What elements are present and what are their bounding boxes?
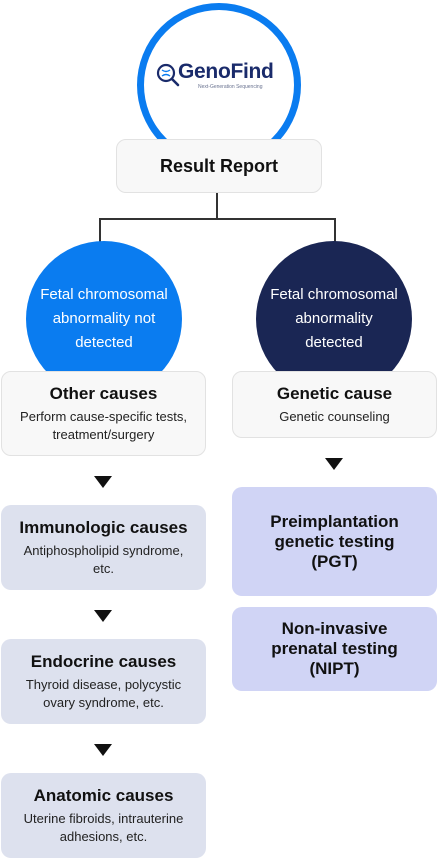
connector-right-down <box>334 218 336 242</box>
arrow-down-icon <box>94 610 112 622</box>
logo-tagline: Next-Generation Sequencing <box>198 84 263 90</box>
genetic-cause-subtitle: Genetic counseling <box>279 408 390 424</box>
detected-label: Fetal chromosomal abnormality detected <box>270 286 398 351</box>
arrow-down-icon <box>325 458 343 470</box>
result-report-box: Result Report <box>116 139 322 193</box>
pgt-title: Preimplantation genetic testing (PGT) <box>270 511 399 571</box>
immunologic-causes-title: Immunologic causes <box>19 517 188 537</box>
immunologic-causes-subtitle: Antiphospholipid syndrome, etc. <box>23 542 184 576</box>
connector-report-down <box>216 193 218 219</box>
nipt-title: Non-invasive prenatal testing (NIPT) <box>271 619 398 678</box>
genetic-cause-box: Genetic cause Genetic counseling <box>232 371 437 438</box>
immunologic-causes-box: Immunologic causes Antiphospholipid synd… <box>1 505 206 590</box>
not-detected-label: Fetal chromosomal abnormality not detect… <box>40 286 168 351</box>
result-report-label: Result Report <box>159 156 278 176</box>
endocrine-causes-box: Endocrine causes Thyroid disease, polycy… <box>1 639 206 724</box>
anatomic-causes-box: Anatomic causes Uterine fibroids, intrau… <box>1 773 206 858</box>
magnifier-dna-icon <box>156 63 180 87</box>
logo-name: GenoFind <box>178 60 274 83</box>
logo: GenoFind Next-Generation Sequencing <box>150 58 290 98</box>
endocrine-causes-title: Endocrine causes <box>30 651 177 671</box>
pgt-box: Preimplantation genetic testing (PGT) <box>232 487 437 596</box>
other-causes-box: Other causes Perform cause-specific test… <box>1 371 206 456</box>
nipt-box: Non-invasive prenatal testing (NIPT) <box>232 607 437 691</box>
genetic-cause-title: Genetic cause <box>276 383 393 403</box>
other-causes-title: Other causes <box>49 383 158 403</box>
anatomic-causes-subtitle: Uterine fibroids, intrauterine adhesions… <box>23 810 184 844</box>
connector-horizontal <box>99 218 335 220</box>
connector-left-down <box>99 218 101 242</box>
arrow-down-icon <box>94 744 112 756</box>
other-causes-subtitle: Perform cause-specific tests, treatment/… <box>20 408 187 442</box>
arrow-down-icon <box>94 476 112 488</box>
anatomic-causes-title: Anatomic causes <box>33 785 174 805</box>
endocrine-causes-subtitle: Thyroid disease, polycystic ovary syndro… <box>25 676 182 710</box>
